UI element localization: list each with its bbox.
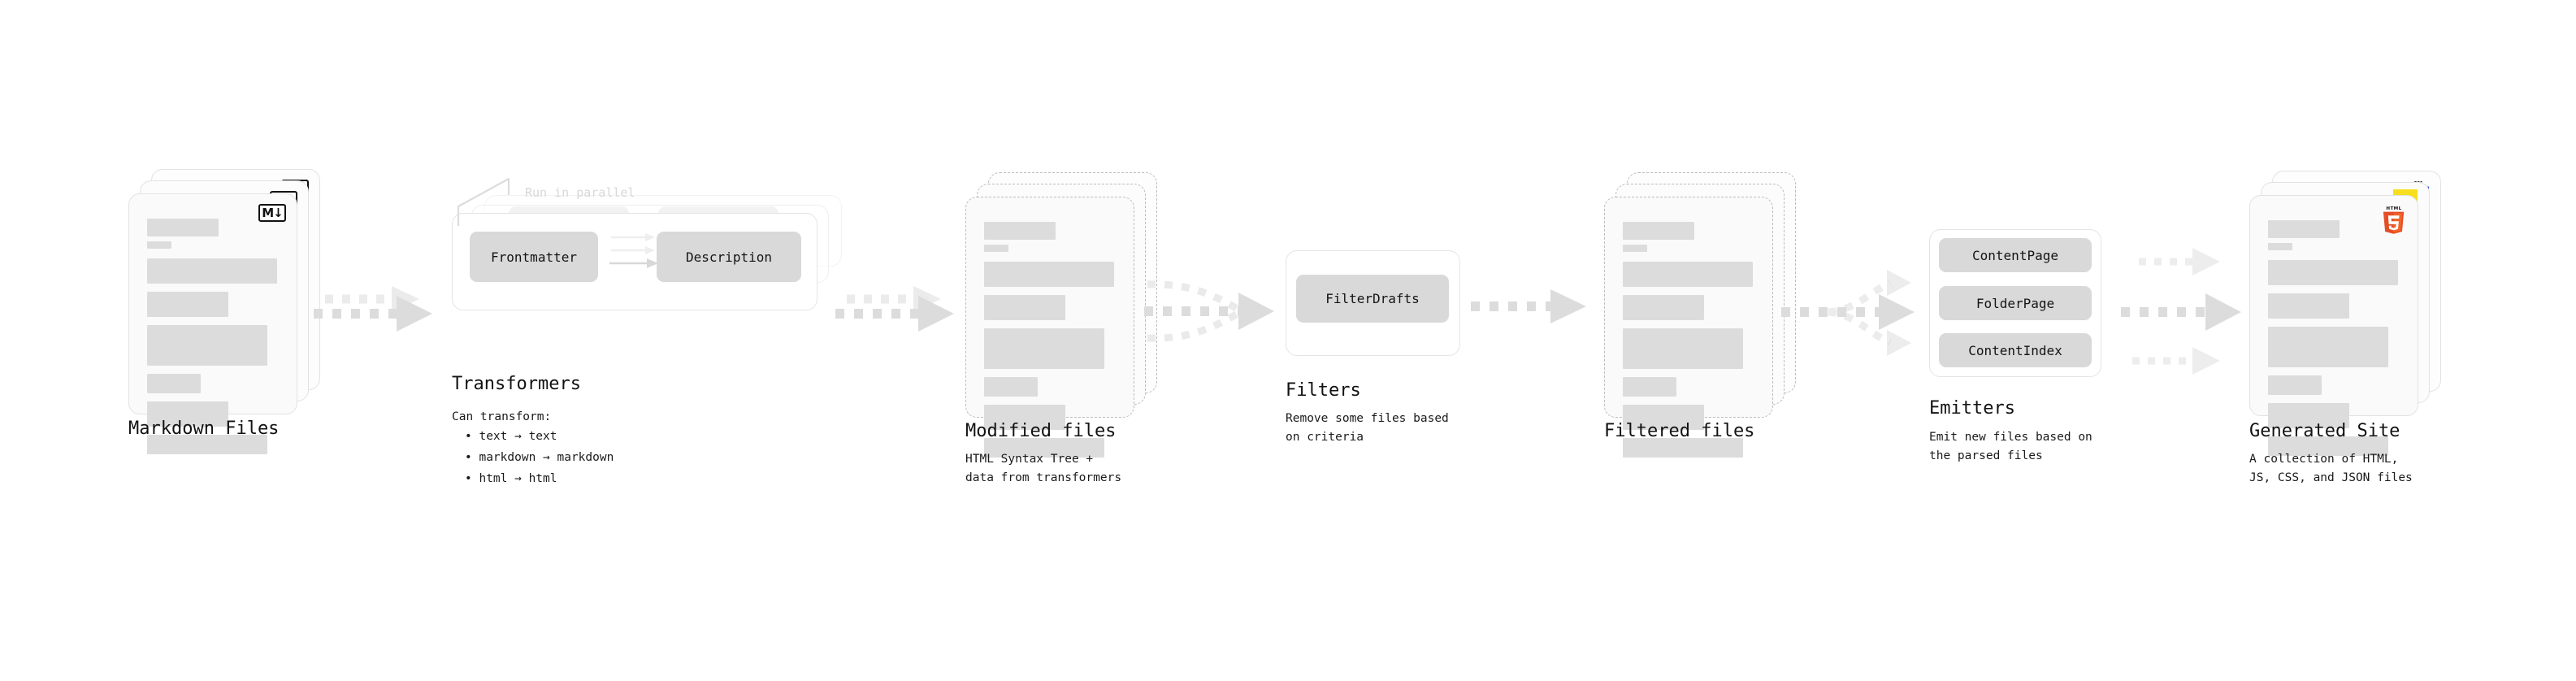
content-bar bbox=[984, 328, 1104, 369]
content-bar bbox=[984, 295, 1065, 320]
content-bar bbox=[147, 401, 228, 427]
merge-branch-upper bbox=[1147, 280, 1242, 314]
label-run-in-parallel: Run in parallel bbox=[525, 185, 635, 200]
transformers-inner-arrows bbox=[609, 233, 658, 268]
content-bar bbox=[984, 222, 1056, 240]
filtered-card-content bbox=[1605, 197, 1772, 458]
generated-site-description-0: A collection of HTML, bbox=[2249, 453, 2399, 466]
content-bar bbox=[2268, 293, 2349, 319]
emitter-pill-contentindex[interactable]: ContentIndex bbox=[1939, 333, 2092, 367]
connector-markdown-to-transformers bbox=[310, 281, 449, 346]
filters-description-1: on criteria bbox=[1286, 431, 1364, 444]
split-arrow-lower bbox=[1887, 330, 1911, 356]
connector-transformers-to-modified bbox=[832, 281, 970, 346]
label-filters: Filters bbox=[1286, 380, 1361, 401]
emitter-pill-contentpage[interactable]: ContentPage bbox=[1939, 238, 2092, 272]
label-generated-site: Generated Site bbox=[2249, 421, 2400, 441]
connector-filters-to-filtered bbox=[1468, 283, 1598, 332]
dashed-arrow-lower bbox=[314, 296, 432, 332]
transformers-description-item-2: • html → html bbox=[465, 472, 557, 485]
content-bar bbox=[2268, 403, 2349, 428]
transformers-description-item-0: • text → text bbox=[465, 430, 557, 443]
content-bar bbox=[2268, 220, 2340, 238]
generated-card-content bbox=[2250, 196, 2418, 456]
content-bar bbox=[1623, 245, 1647, 252]
markdown-icon: M↓ bbox=[258, 204, 286, 222]
content-bar bbox=[1623, 222, 1694, 240]
content-bar bbox=[1623, 438, 1743, 458]
content-bar bbox=[147, 258, 277, 284]
content-bar bbox=[1623, 328, 1743, 369]
content-bar bbox=[2268, 243, 2292, 250]
transformers-description-title: Can transform: bbox=[452, 410, 552, 423]
content-bar bbox=[147, 292, 228, 317]
modified-files-description-0: HTML Syntax Tree + bbox=[965, 453, 1094, 466]
label-markdown-files: Markdown Files bbox=[128, 419, 280, 439]
modified-card-content bbox=[966, 197, 1134, 458]
emitters-description-0: Emit new files based on bbox=[1929, 431, 2092, 444]
content-bar bbox=[984, 377, 1038, 397]
dashed-arrow-bottom bbox=[2132, 347, 2220, 375]
dashed-arrow-middle bbox=[2121, 293, 2241, 331]
dashed-arrow-top bbox=[2139, 248, 2220, 275]
emitter-pill-folderpage[interactable]: FolderPage bbox=[1939, 286, 2092, 320]
content-bar bbox=[1623, 262, 1753, 287]
dashed-arrow-lower bbox=[835, 296, 954, 332]
transformer-pill-frontmatter[interactable]: Frontmatter bbox=[470, 232, 598, 282]
connector-emitters-to-site bbox=[2118, 234, 2256, 388]
transformer-pill-description[interactable]: Description bbox=[657, 232, 801, 282]
emitters-description-1: the parsed files bbox=[1929, 449, 2043, 462]
dashed-arrow bbox=[1471, 289, 1586, 323]
split-branch-lower bbox=[1828, 308, 1892, 347]
content-bar bbox=[147, 219, 219, 236]
content-bar bbox=[147, 435, 267, 454]
label-emitters: Emitters bbox=[1929, 398, 2015, 419]
markdown-card-front: M↓ bbox=[128, 193, 297, 454]
content-bar bbox=[1623, 377, 1676, 397]
split-arrow-middle bbox=[1781, 294, 1915, 330]
content-bar bbox=[2268, 375, 2322, 395]
content-bar bbox=[984, 245, 1008, 252]
filters-description-0: Remove some files based bbox=[1286, 412, 1449, 425]
content-bar bbox=[984, 262, 1114, 287]
content-bar bbox=[984, 438, 1104, 458]
svg-text:HTML: HTML bbox=[2386, 206, 2401, 211]
content-bar bbox=[2268, 436, 2388, 456]
content-bar bbox=[147, 325, 267, 366]
split-arrow-upper bbox=[1887, 270, 1911, 296]
merge-main bbox=[1144, 293, 1274, 330]
content-bar bbox=[1623, 405, 1704, 430]
generated-card-front: HTML bbox=[2249, 195, 2418, 456]
run-in-parallel-bracket bbox=[457, 177, 510, 226]
filtered-card-front bbox=[1604, 197, 1773, 458]
label-modified-files: Modified files bbox=[965, 421, 1117, 441]
content-bar bbox=[147, 374, 201, 393]
markdown-card-content bbox=[129, 194, 297, 454]
generated-site-description-1: JS, CSS, and JSON files bbox=[2249, 471, 2413, 484]
modified-files-description-1: data from transformers bbox=[965, 471, 1122, 484]
merge-branch-lower bbox=[1147, 309, 1242, 342]
html5-icon: HTML bbox=[2383, 206, 2405, 234]
content-bar bbox=[147, 241, 171, 249]
transformers-description-item-1: • markdown → markdown bbox=[465, 451, 614, 464]
connector-modified-to-filters bbox=[1141, 268, 1295, 358]
filter-pill-filterdrafts[interactable]: FilterDrafts bbox=[1296, 275, 1449, 323]
connector-filtered-to-emitters bbox=[1780, 244, 1934, 390]
content-bar bbox=[1623, 295, 1704, 320]
modified-card-front bbox=[965, 197, 1134, 458]
content-bar bbox=[2268, 260, 2398, 285]
content-bar bbox=[2268, 327, 2388, 367]
content-bar bbox=[984, 405, 1065, 430]
label-filtered-files: Filtered files bbox=[1604, 421, 1755, 441]
label-transformers: Transformers bbox=[452, 374, 581, 394]
